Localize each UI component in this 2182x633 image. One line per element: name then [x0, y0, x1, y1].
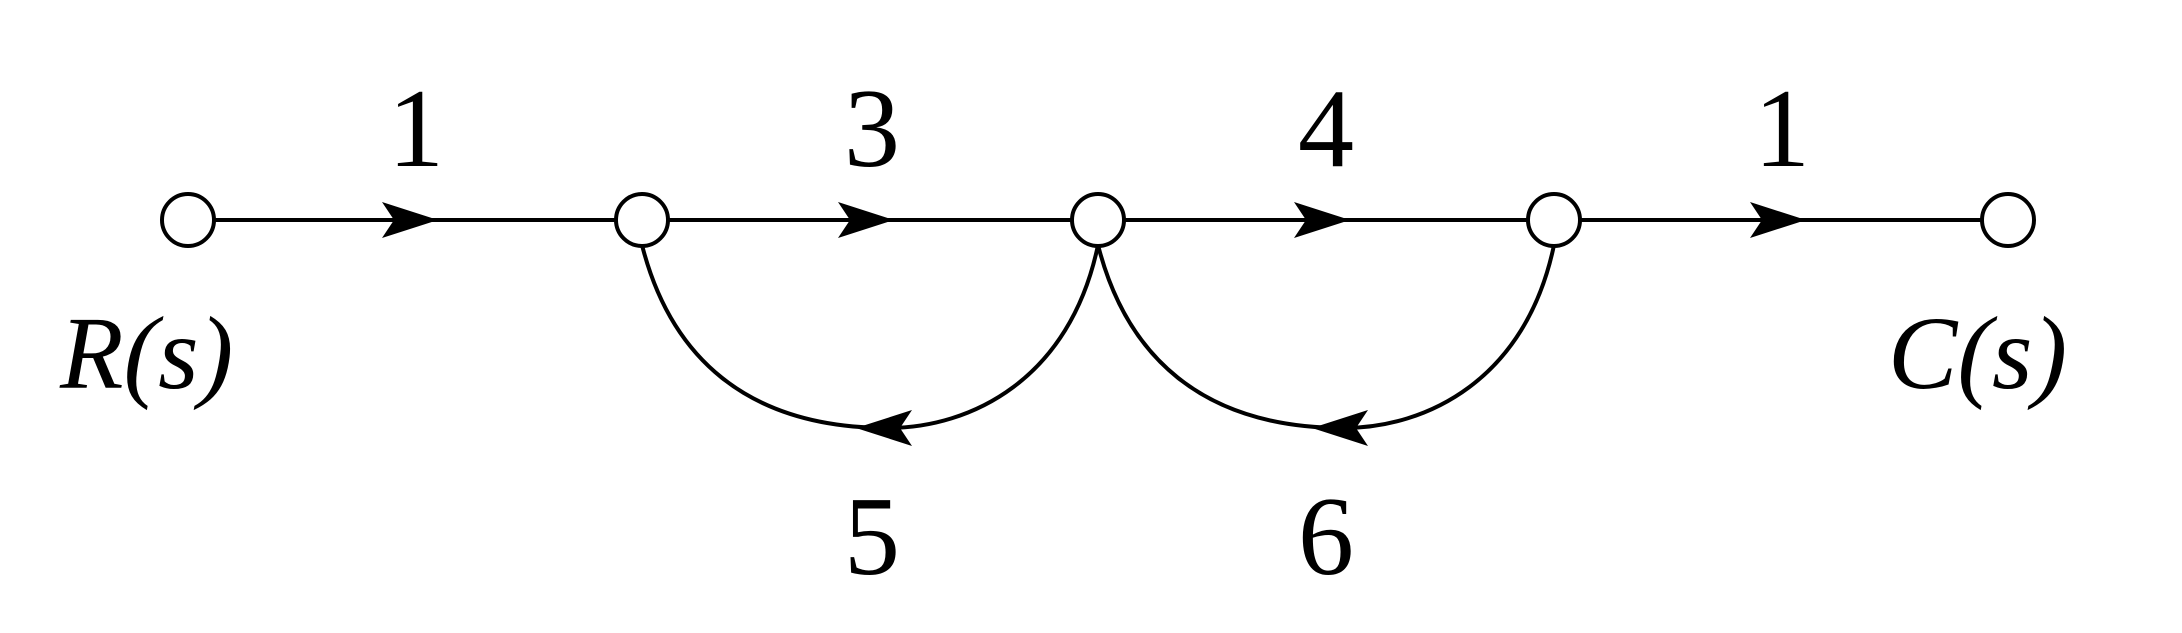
forward-gain-1: 1	[388, 67, 444, 191]
output-label: C(s)	[1888, 296, 2067, 411]
node-2	[1070, 192, 1126, 248]
feedback-branch-n2-to-n1	[640, 244, 1100, 431]
arrowhead-forward-1	[382, 202, 438, 238]
arrowhead-forward-4	[1750, 202, 1806, 238]
forward-gain-2: 3	[844, 67, 900, 191]
feedback-gain-1: 5	[844, 475, 900, 599]
arrowhead-forward-2	[838, 202, 894, 238]
arrowhead-feedback-1	[856, 410, 912, 446]
arrowhead-forward-3	[1294, 202, 1350, 238]
node-input	[160, 192, 216, 248]
node-1	[614, 192, 670, 248]
arrowhead-feedback-2	[1312, 410, 1368, 446]
node-output	[1980, 192, 2036, 248]
node-3	[1526, 192, 1582, 248]
forward-gain-4: 1	[1754, 67, 1810, 191]
forward-gain-3: 4	[1298, 67, 1354, 191]
input-label: R(s)	[59, 296, 233, 411]
feedback-gain-2: 6	[1298, 475, 1354, 599]
feedback-branch-n3-to-n2	[1096, 244, 1556, 431]
